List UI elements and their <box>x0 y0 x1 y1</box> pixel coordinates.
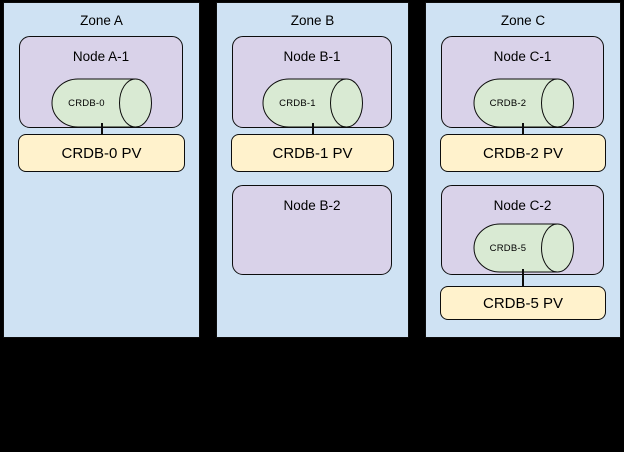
node-a1-label: Node A-1 <box>72 49 130 64</box>
node-b1-label: Node B-1 <box>283 49 341 64</box>
crdb-1-pv-box: CRDB-1 PV <box>231 134 394 172</box>
database-cylinder-icon <box>473 223 574 273</box>
crdb-2-pv-box: CRDB-2 PV <box>440 134 606 172</box>
node-a1-pv-connector <box>100 123 103 137</box>
zone-b: Zone B Node B-1 CRDB-1 CRDB-1 PV Node B-… <box>216 2 409 338</box>
database-cylinder-icon <box>262 78 363 128</box>
zone-a: Zone A Node A-1 CRDB-0 CRDB-0 PV <box>3 2 200 338</box>
crdb-0-pv-box: CRDB-0 PV <box>18 134 185 172</box>
crdb-1-cylinder: CRDB-1 <box>260 78 364 128</box>
zone-c-label: Zone C <box>500 13 546 28</box>
node-b2: Node B-2 <box>232 185 392 275</box>
zone-b-label: Zone B <box>290 13 335 28</box>
database-cylinder-icon <box>473 78 574 128</box>
database-cylinder-icon <box>51 78 152 128</box>
zone-a-label: Zone A <box>80 13 123 28</box>
node-c2-pv-connector <box>522 269 524 288</box>
node-a1: Node A-1 CRDB-0 <box>19 36 183 128</box>
crdb-0-label: CRDB-0 <box>68 97 105 109</box>
crdb-2-cylinder: CRDB-2 <box>471 78 575 128</box>
node-c1-pv-connector <box>522 123 524 137</box>
node-b2-label: Node B-2 <box>283 198 341 213</box>
crdb-1-label: CRDB-1 <box>279 97 316 109</box>
node-b1: Node B-1 CRDB-1 <box>232 36 392 128</box>
crdb-2-label: CRDB-2 <box>489 97 527 109</box>
crdb-5-cylinder: CRDB-5 <box>471 223 575 273</box>
crdb-5-label: CRDB-5 <box>489 242 527 254</box>
crdb-0-cylinder: CRDB-0 <box>49 78 153 128</box>
crdb-5-pv-box: CRDB-5 PV <box>440 286 606 320</box>
node-c2: Node C-2 CRDB-5 <box>441 185 604 275</box>
node-c2-label: Node C-2 <box>493 198 552 213</box>
zone-c: Zone C Node C-1 CRDB-2 CRDB-2 PV Node C-… <box>425 2 621 338</box>
node-c1: Node C-1 CRDB-2 <box>441 36 604 128</box>
node-b1-pv-connector <box>311 123 314 137</box>
node-c1-label: Node C-1 <box>493 49 552 64</box>
